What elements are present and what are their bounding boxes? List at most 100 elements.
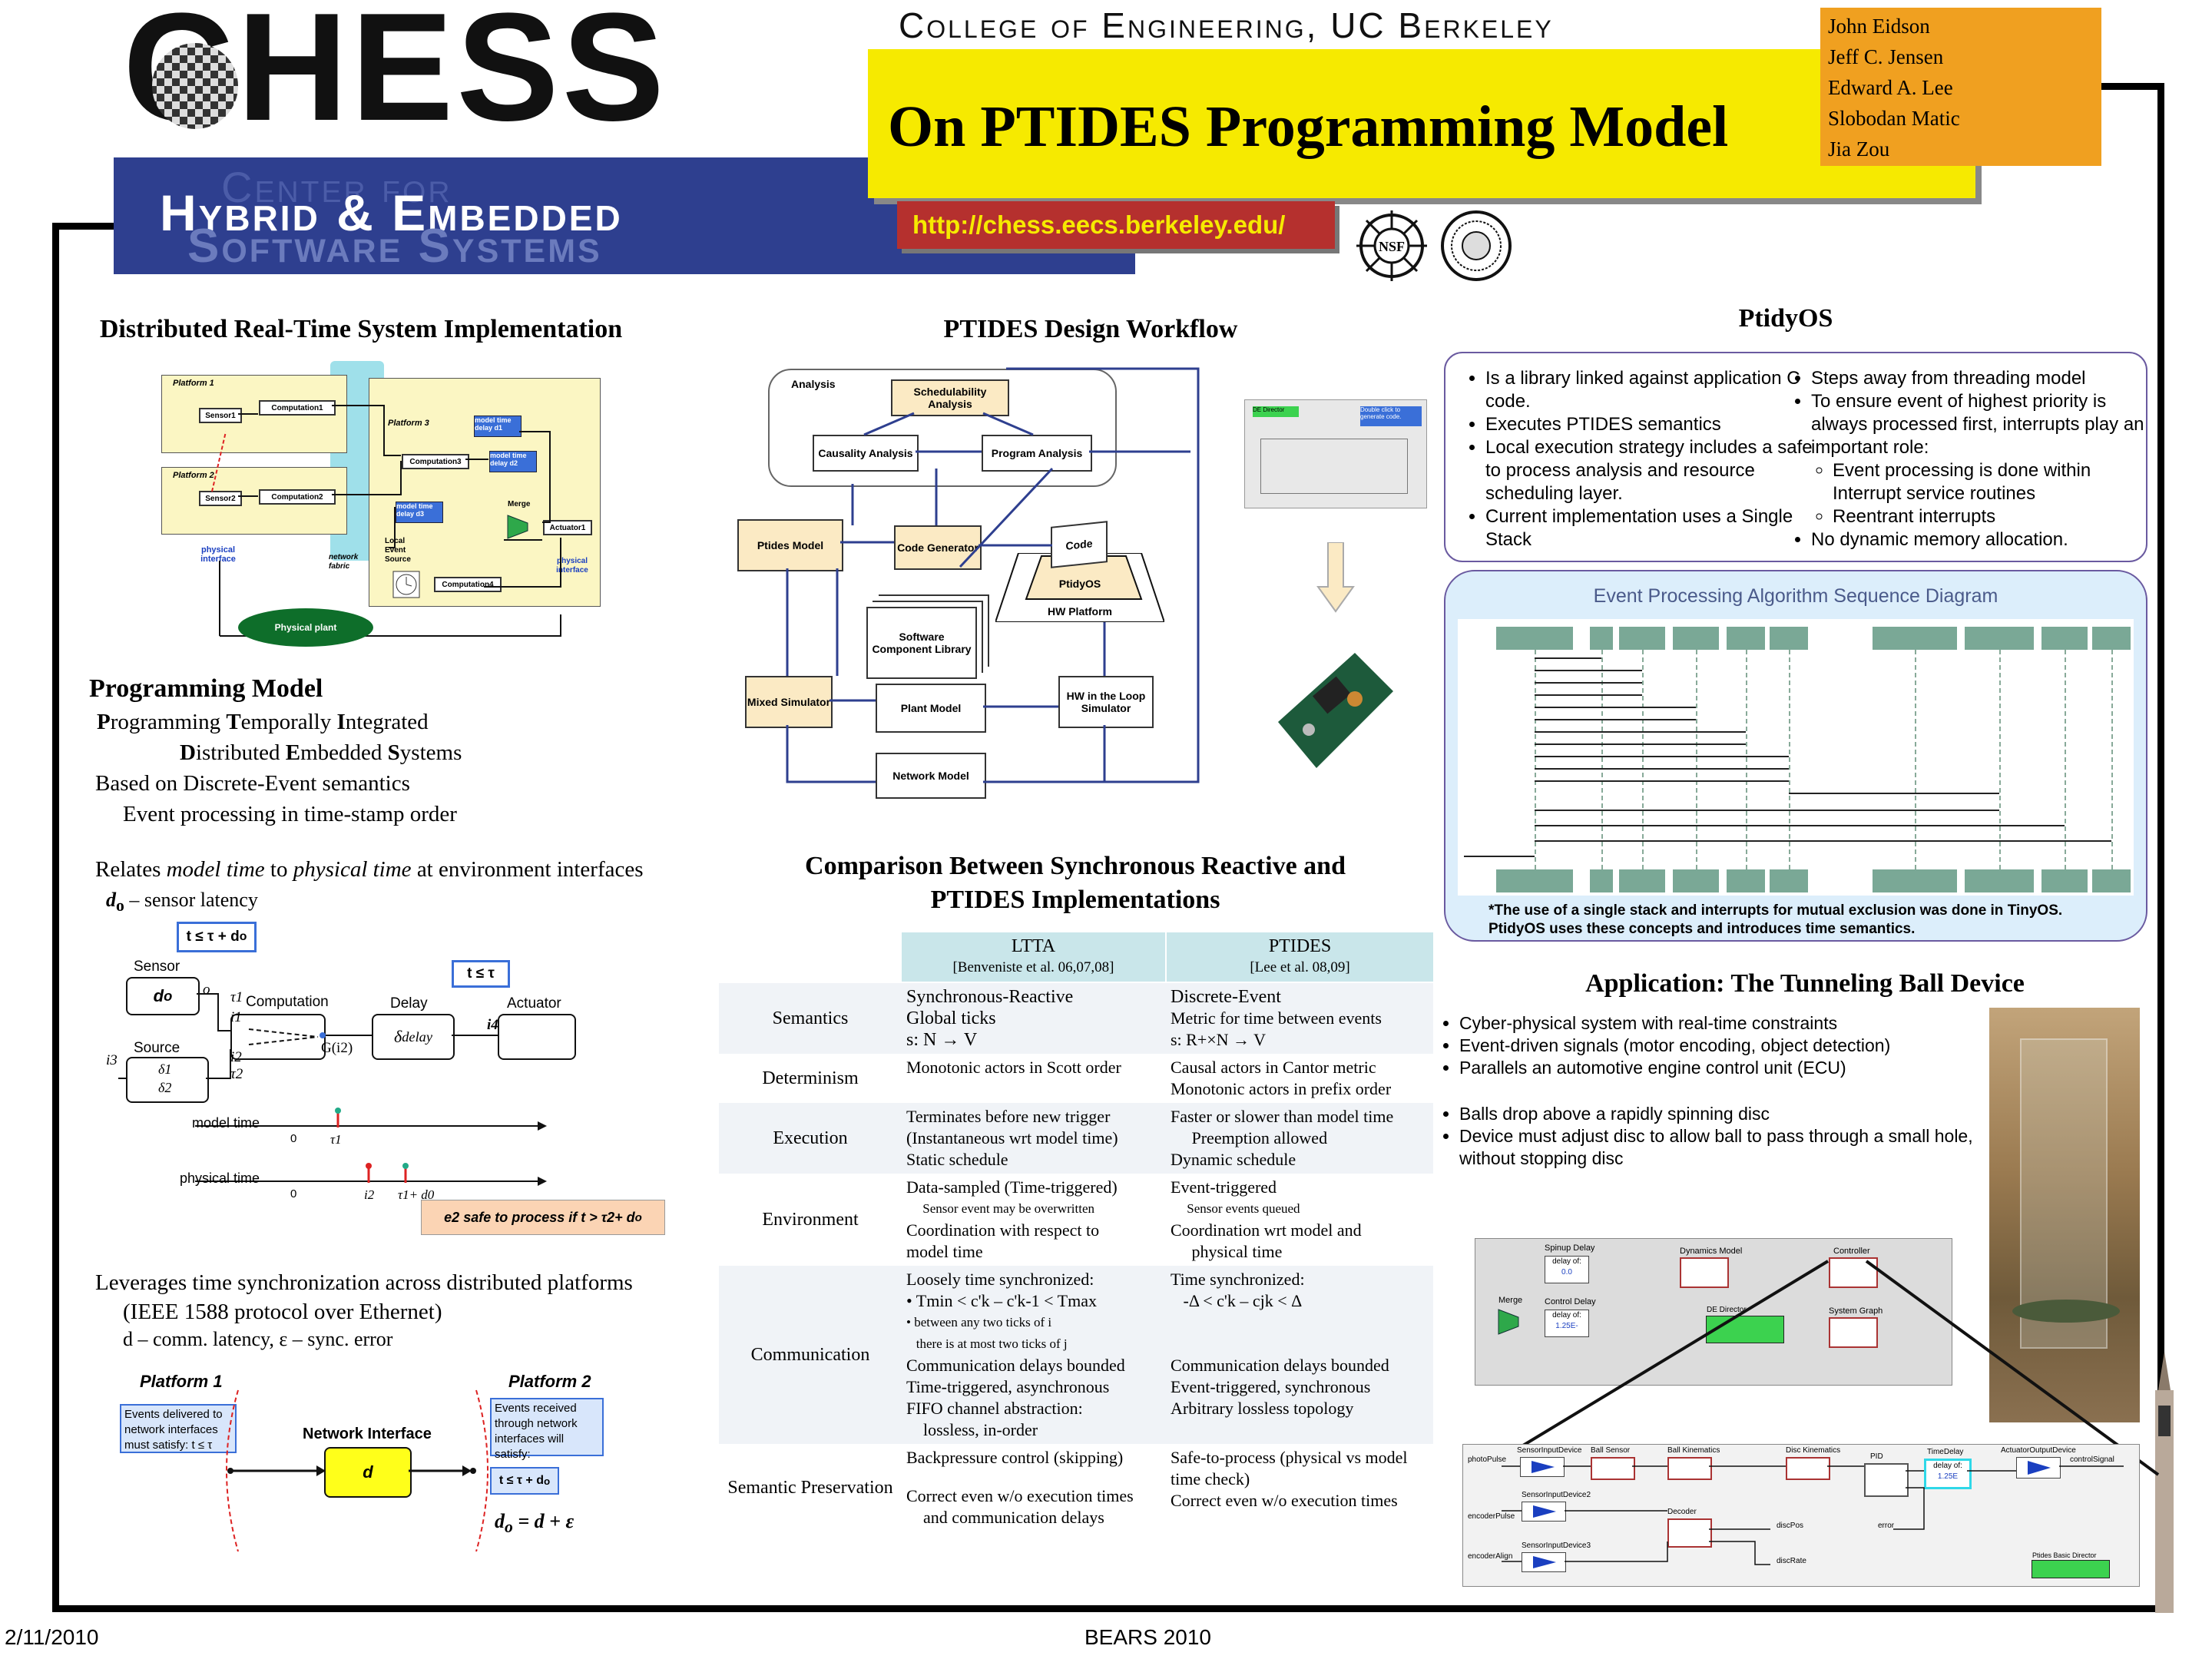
lifeline-foot bbox=[2092, 869, 2131, 892]
message-arrow bbox=[1535, 825, 2065, 826]
lifeline bbox=[1696, 650, 1697, 869]
author-name: Jeff C. Jensen bbox=[1828, 45, 1944, 68]
comparison-title: Comparison Between Synchronous Reactive … bbox=[722, 849, 1429, 917]
table-header-row: LTTA[Benveniste et al. 06,07,08] PTIDES[… bbox=[719, 932, 1433, 982]
delta-sub: delay bbox=[402, 1028, 432, 1045]
formula-rest: = d + ε bbox=[512, 1510, 575, 1532]
list-item: Reentrant interrupts bbox=[1833, 505, 2157, 528]
list-item: Is a library linked against application … bbox=[1485, 367, 1816, 413]
actuator-output-block bbox=[2016, 1457, 2061, 1479]
disc-rate-label: discRate bbox=[1777, 1557, 1806, 1565]
chess-url-link[interactable]: http://chess.eecs.berkeley.edu/ bbox=[912, 210, 1286, 239]
row-label: Determinism bbox=[762, 1068, 859, 1088]
ptidyos-right-list: Steps away from threading model To ensur… bbox=[1796, 367, 2157, 551]
software-lib-block: Software Component Library bbox=[866, 607, 977, 679]
row-label: Semantics bbox=[772, 1008, 849, 1028]
author-name: Jia Zou bbox=[1828, 137, 1890, 161]
sensor2-block: Sensor2 bbox=[199, 491, 242, 506]
encoder-pulse-label: encoderPulse bbox=[1468, 1512, 1515, 1521]
lifeline-head bbox=[1770, 627, 1808, 650]
lifeline-head bbox=[1619, 627, 1665, 650]
delay-of-label: delay of: bbox=[1552, 1257, 1581, 1266]
sync-line2: (IEEE 1588 protocol over Ethernet) bbox=[123, 1300, 442, 1324]
sync-wires bbox=[226, 1389, 488, 1551]
message-arrow bbox=[1535, 840, 2111, 842]
message-arrow bbox=[1535, 719, 1696, 720]
phys-if-left-label: physical interface bbox=[200, 545, 236, 564]
ltta-cell: Terminates before new trigger(Instantane… bbox=[906, 1107, 1118, 1169]
nsf-text: NSF bbox=[1379, 239, 1405, 254]
distributed-wires bbox=[211, 405, 561, 637]
list-item: To ensure event of highest priority is a… bbox=[1811, 390, 2157, 459]
message-arrow bbox=[1535, 768, 1789, 770]
acronym-word: ystems bbox=[399, 740, 462, 765]
acronym-word: istributed bbox=[195, 740, 286, 765]
list-item: No dynamic memory allocation. bbox=[1811, 528, 2157, 551]
merge-label: Merge bbox=[1498, 1296, 1523, 1305]
ball-kinematics-label: Ball Kinematics bbox=[1667, 1446, 1720, 1455]
message-arrow bbox=[1535, 810, 1999, 811]
lifeline-head bbox=[1673, 627, 1719, 650]
ptidyos-left-list: Is a library linked against application … bbox=[1449, 367, 1816, 551]
platform2-box: Platform 2 Sensor2 Computation2 bbox=[161, 467, 347, 535]
message-arrow bbox=[1535, 756, 1789, 757]
sequence-diagram-title: Event Processing Algorithm Sequence Diag… bbox=[1593, 585, 1998, 607]
comparison-title-line2: PTIDES Implementations bbox=[930, 886, 1220, 914]
platform1-label: Platform 1 bbox=[173, 379, 214, 388]
received-constraint-text: t ≤ τ + d bbox=[498, 1474, 544, 1487]
distributed-diagram: Platform 1 Sensor1 Computation1 Platform… bbox=[161, 361, 607, 653]
workflow-title: PTIDES Design Workflow bbox=[943, 315, 1238, 343]
message-arrow bbox=[1535, 670, 1642, 671]
lifeline-head bbox=[2092, 627, 2131, 650]
lifeline bbox=[1789, 650, 1790, 869]
table-row: Semantic Preservation Backpressure contr… bbox=[719, 1444, 1433, 1532]
acronym-letter: T bbox=[226, 710, 241, 734]
sync-diagram: Platform 1 Platform 2 Events delivered t… bbox=[115, 1367, 653, 1551]
ltta-cell: Data-sampled (Time-triggered) Sensor eve… bbox=[906, 1177, 1118, 1261]
zoom-lines bbox=[1473, 1260, 2160, 1476]
computation2-block: Computation2 bbox=[259, 489, 336, 505]
distributed-title: Distributed Real-Time System Implementat… bbox=[99, 315, 623, 343]
relates-text: Relates bbox=[95, 857, 167, 882]
list-item: Balls drop above a rapidly spinning disc bbox=[1459, 1103, 2012, 1125]
ptides-director-block: Ptides Basic Director bbox=[2032, 1551, 2110, 1578]
relates-text: at environment interfaces bbox=[411, 857, 644, 882]
programming-model-title: Programming Model bbox=[89, 674, 323, 703]
port-g: G(i2) bbox=[321, 1040, 353, 1056]
acronym-letter: D bbox=[180, 740, 196, 765]
port-i2: i2 bbox=[230, 1049, 242, 1065]
ptides-model-block: Ptides Model bbox=[737, 519, 843, 571]
network-model-block: Network Model bbox=[876, 753, 986, 799]
network-interface-label: Network Interface bbox=[303, 1426, 432, 1442]
dynamics-label: Dynamics Model bbox=[1680, 1247, 1743, 1256]
timestamp-order-line: Event processing in time-stamp order bbox=[123, 802, 457, 826]
lifeline-foot bbox=[1873, 869, 1957, 892]
acronym-letter: S bbox=[387, 740, 400, 765]
time-delay-value: 1.25E bbox=[1937, 1472, 1959, 1481]
list-item: Device must adjust disc to allow ball to… bbox=[1459, 1125, 2012, 1170]
down-arrow-icon bbox=[1316, 542, 1355, 613]
mtd2-block: model time delay d2 bbox=[489, 451, 537, 472]
lifeline-head bbox=[1873, 627, 1957, 650]
platform3-box: Platform 3 Computation3 model time delay… bbox=[369, 378, 601, 607]
phys-if-right-label: physical interface bbox=[556, 557, 588, 575]
hw-board-photo bbox=[1263, 637, 1401, 776]
lifeline bbox=[1999, 650, 2001, 869]
title-banner: On PTIDES Programming Model bbox=[868, 49, 1975, 198]
relates-line: Relates model time to physical time at e… bbox=[95, 854, 644, 885]
ptides-zoom-screenshot: photoPulse encoderPulse encoderAlign Sen… bbox=[1462, 1444, 2140, 1587]
computation-label: Computation bbox=[246, 994, 329, 1010]
delta2-text: δ2 bbox=[158, 1080, 172, 1095]
author-name: Edward A. Lee bbox=[1828, 76, 1953, 99]
row-label: Execution bbox=[773, 1128, 848, 1148]
list-item: Cyber-physical system with real-time con… bbox=[1459, 1012, 2028, 1035]
delta-delay: δ bbox=[394, 1027, 402, 1046]
device-photo bbox=[1989, 1008, 2140, 1422]
plant-model-block: Plant Model bbox=[876, 684, 986, 733]
acronym-word: ntegrated bbox=[345, 710, 429, 734]
sequence-note-line1: *The use of a single stack and interrupt… bbox=[1488, 902, 2063, 919]
